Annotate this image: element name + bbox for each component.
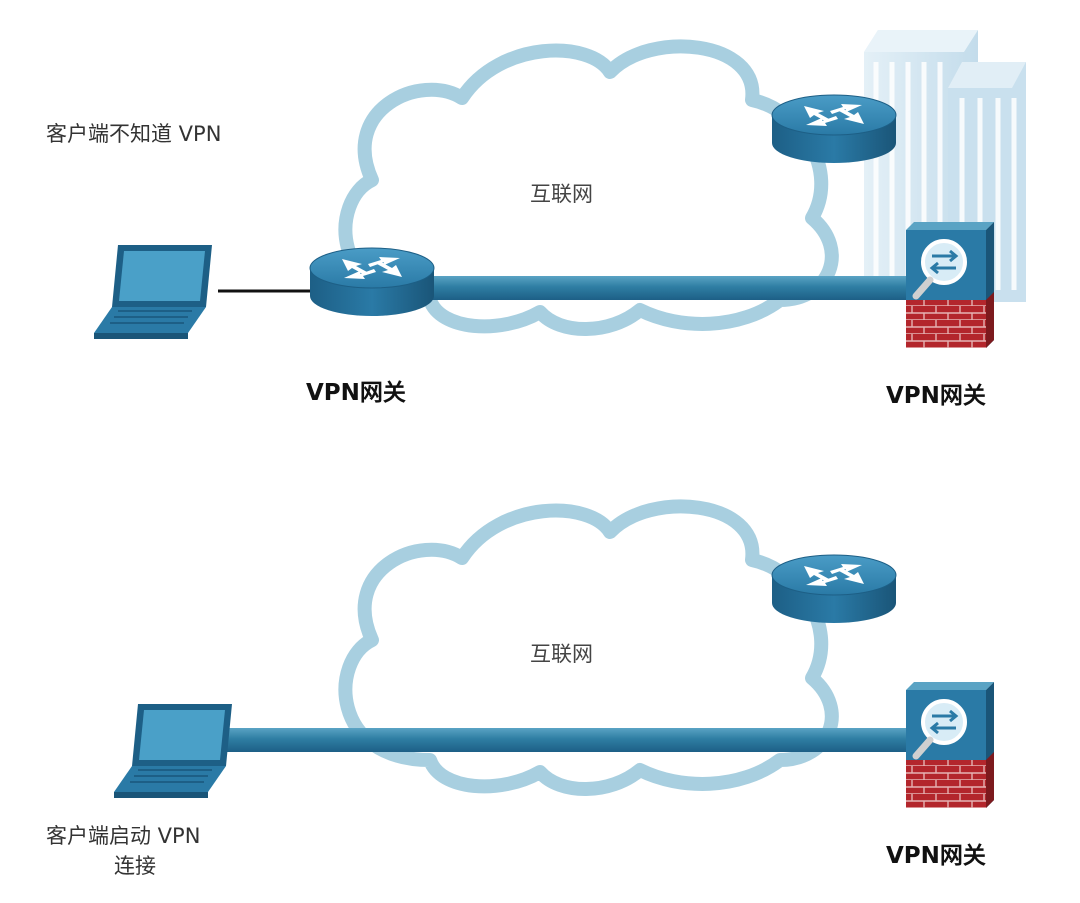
client-note-line2: 连接 [114,854,156,878]
gateway-right-label: VPN网关 [886,383,986,409]
vpn-tunnel [420,276,916,300]
gateway-left-label: VPN网关 [306,380,406,406]
router-icon [771,94,897,164]
router-icon [309,247,435,317]
gateway-right-label: VPN网关 [886,843,986,869]
client-note: 客户端不知道 VPN [46,122,222,146]
laptop-icon [93,244,213,340]
internet-label: 互联网 [530,642,593,666]
internet-label: 互联网 [530,182,593,206]
cloud-icon [338,499,839,796]
cloud-icon [338,39,839,336]
vpn-tunnel [222,728,916,752]
firewall-icon [906,222,994,348]
client-note-line1: 客户端启动 VPN [46,824,201,848]
firewall-icon [906,682,994,808]
laptop-icon [113,703,233,799]
router-icon [771,554,897,624]
